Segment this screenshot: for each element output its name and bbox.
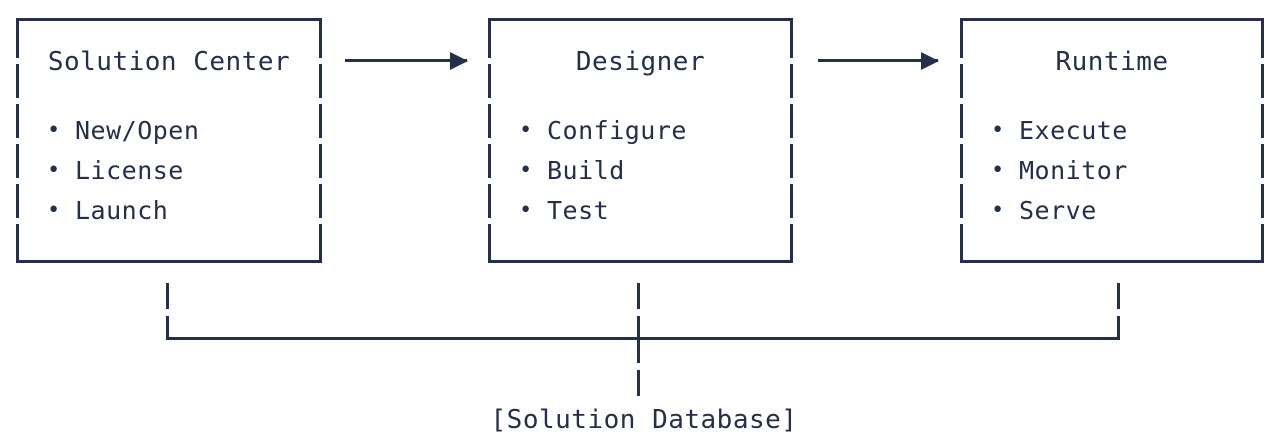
node-title: Designer: [575, 47, 706, 77]
node-solution-center[interactable]: Solution Center New/Open License Launch: [16, 18, 322, 263]
list-item: Serve: [987, 191, 1261, 231]
node-border-dash-right: [790, 24, 793, 257]
node-border-dash-left: [960, 24, 963, 257]
arrow-designer-to-runtime: [818, 59, 938, 62]
node-border-dash-left: [488, 24, 491, 257]
datastore-link-designer: [637, 283, 640, 337]
list-item: Monitor: [987, 151, 1261, 191]
node-border-dash-right: [1261, 24, 1264, 257]
node-designer[interactable]: Designer Configure Build Test: [488, 18, 793, 263]
list-item: Launch: [43, 191, 319, 231]
node-runtime[interactable]: Runtime Execute Monitor Serve: [960, 18, 1264, 263]
list-item: New/Open: [43, 111, 319, 151]
datastore-link-solution-center: [166, 283, 169, 337]
datastore-link-runtime: [1117, 283, 1120, 337]
datastore-rail-corner-right: [1117, 320, 1120, 340]
node-item-list: Execute Monitor Serve: [963, 111, 1261, 231]
node-border-dash-left: [16, 24, 19, 257]
list-item: Test: [515, 191, 790, 231]
datastore-label: [Solution Database]: [490, 405, 798, 435]
node-item-list: New/Open License Launch: [19, 111, 319, 231]
node-border-dash-right: [319, 24, 322, 257]
list-item: License: [43, 151, 319, 191]
arrow-solution-center-to-designer: [345, 59, 467, 62]
node-item-list: Configure Build Test: [491, 111, 790, 231]
list-item: Execute: [987, 111, 1261, 151]
datastore-rail: [166, 337, 1120, 340]
list-item: Build: [515, 151, 790, 191]
list-item: Configure: [515, 111, 790, 151]
node-title: Solution Center: [47, 47, 291, 77]
datastore-stem: [637, 337, 640, 399]
datastore-rail-corner-left: [166, 320, 169, 340]
node-title: Runtime: [1055, 47, 1169, 77]
